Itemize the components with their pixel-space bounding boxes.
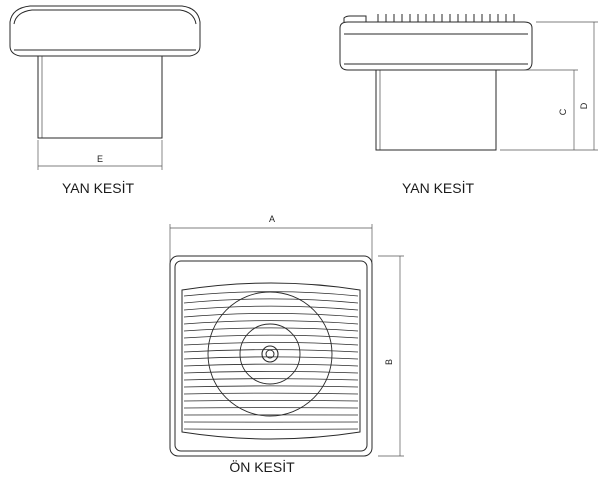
left-body [38, 56, 162, 138]
louver-slat [184, 379, 358, 380]
right-side-view [340, 14, 598, 150]
dim-d-label: D [579, 102, 589, 109]
front-view [170, 224, 404, 456]
dim-a-label: A [269, 214, 275, 224]
center-hub [262, 346, 278, 362]
louver-slat [184, 299, 358, 303]
dim-e-label: E [97, 154, 103, 164]
front-caption: ÖN KESİT [229, 458, 295, 475]
right-cap-tab [344, 16, 366, 22]
louver-slat [184, 328, 358, 331]
left-cap-outline [10, 6, 200, 56]
louver-slat [184, 313, 358, 317]
louver-slat [184, 342, 358, 345]
impeller-ring-inner [240, 324, 300, 384]
louver-slat [184, 400, 358, 401]
louver-slat [184, 321, 358, 324]
top-vent-fins [378, 14, 514, 22]
louver-slat [184, 364, 358, 366]
dim-c-label: C [558, 108, 568, 115]
left-side-view [10, 6, 200, 170]
right-cap-outline [340, 22, 532, 70]
left-side-caption: YAN KESİT [62, 179, 135, 196]
impeller-ring-outer [208, 292, 332, 416]
louver-slat [184, 306, 358, 310]
louver-slat [184, 393, 358, 394]
right-body [376, 70, 496, 150]
louver-slat [184, 386, 358, 387]
left-cap-inner-line [14, 10, 196, 24]
dim-b-label: B [384, 359, 394, 365]
right-side-caption: YAN KESİT [402, 179, 475, 196]
front-frame-outer [170, 256, 372, 456]
